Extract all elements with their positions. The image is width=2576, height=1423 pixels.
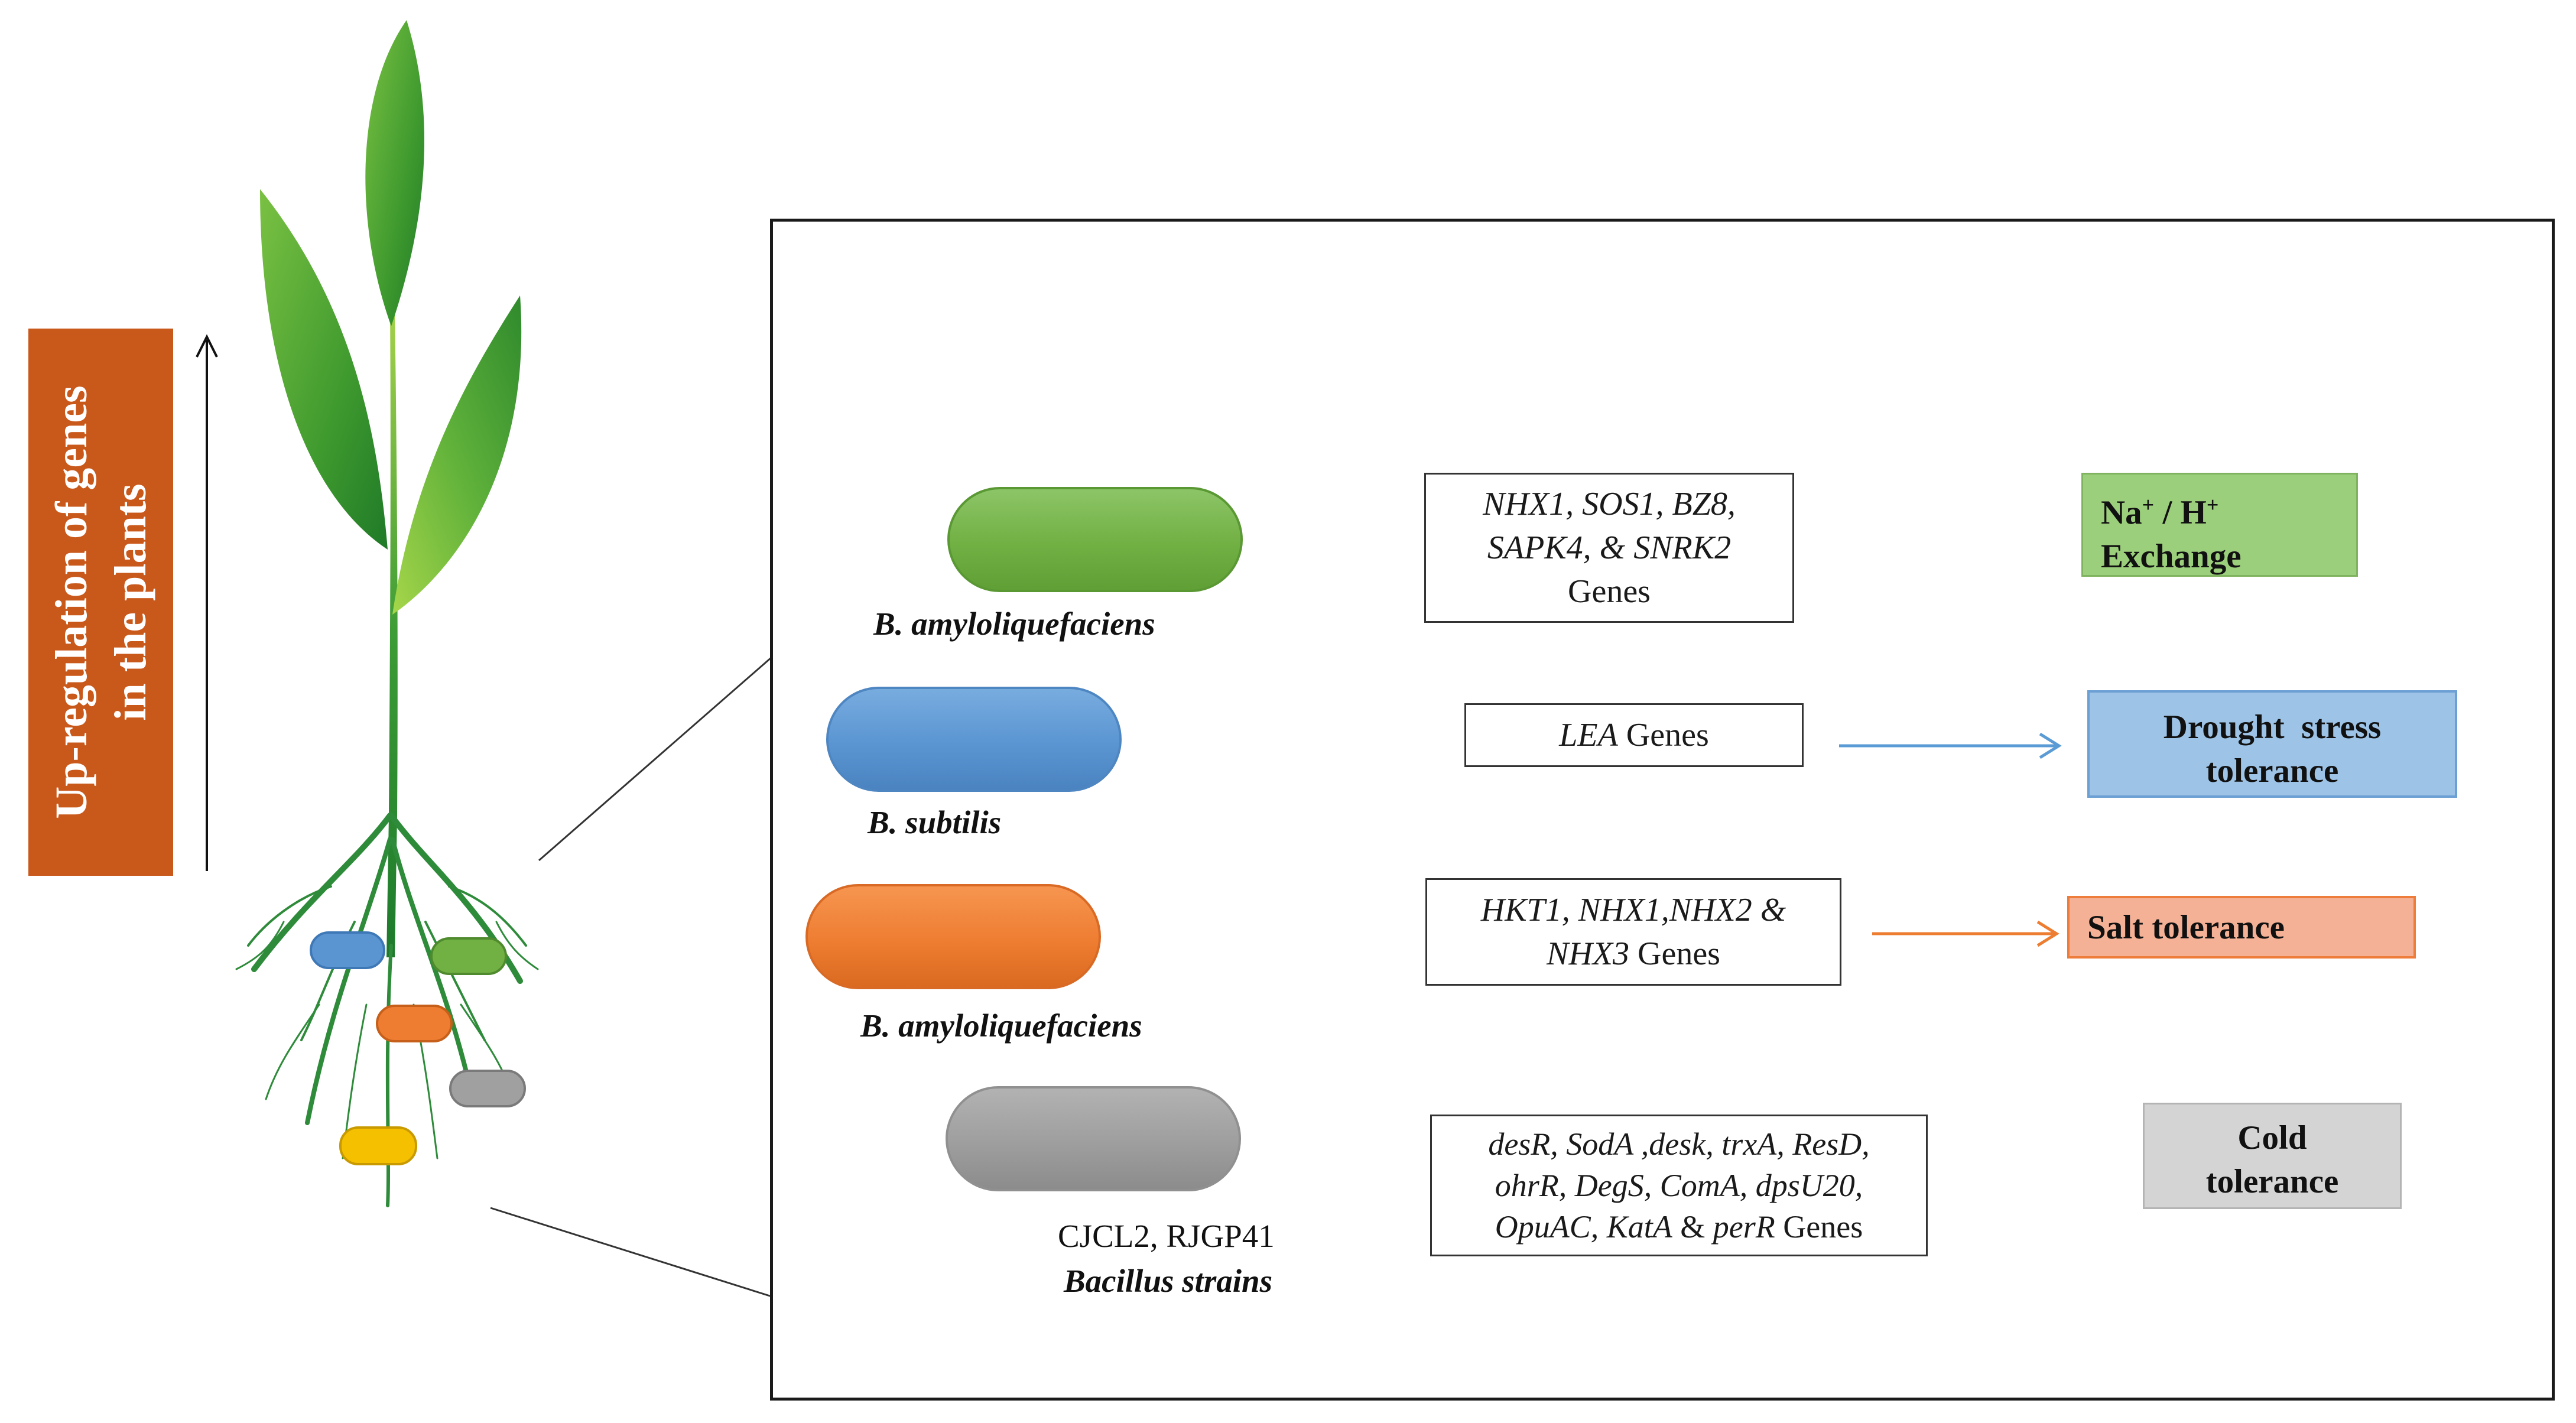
zoom-line-bottom xyxy=(490,1207,772,1298)
gene-box-4-line-2: ohrR, DegS, ComA, dpsU20, xyxy=(1495,1168,1863,1203)
gene-box-4-line-1: desR, SodA ,desk, trxA, ResD, xyxy=(1488,1126,1870,1162)
upregulation-banner: Up-regulation of genes in the plants xyxy=(28,329,173,876)
root-bacterium-gray xyxy=(449,1070,526,1107)
up-arrow-head xyxy=(196,334,218,358)
root-bacterium-orange xyxy=(376,1005,453,1042)
organism-label-2: B. subtilis xyxy=(868,804,1002,840)
gene-box-2: LEA Genes xyxy=(1464,703,1804,767)
bacterium-orange xyxy=(805,884,1101,989)
zoom-panel xyxy=(770,219,2555,1401)
upregulation-banner-text: Up-regulation of genes in the plants xyxy=(42,336,160,868)
root-bacterium-yellow xyxy=(339,1126,417,1165)
gene-box-1-line-2: SAPK4, & SNRK2 xyxy=(1487,529,1732,566)
right-leaf xyxy=(392,295,522,615)
banner-line-1: Up-regulation of genes xyxy=(46,385,96,819)
outcome-cold: Cold tolerance xyxy=(2143,1103,2402,1209)
top-leaf xyxy=(365,20,425,326)
arrow-salt-head xyxy=(2036,920,2059,947)
gene-box-3-line-2: NHX3 Genes xyxy=(1547,935,1720,972)
organism-label-3: B. amyloliquefaciens xyxy=(860,1008,1142,1044)
zoom-line-top xyxy=(538,656,772,862)
organism-label-4-line-1: CJCL2, RJGP41 xyxy=(1058,1218,1275,1254)
bacterium-gray xyxy=(946,1086,1241,1191)
outcome-salt: Salt tolerance xyxy=(2067,896,2416,959)
organism-label-4-line-2: Bacillus strains xyxy=(1064,1263,1273,1299)
banner-line-2: in the plants xyxy=(105,483,155,721)
outcome-drought-line-1: Drought stress xyxy=(2163,709,2382,746)
outcome-ion-exchange-line-2: Exchange xyxy=(2101,538,2242,575)
gene-box-1: NHX1, SOS1, BZ8, SAPK4, & SNRK2 Genes xyxy=(1424,473,1794,623)
gene-box-2-line-1: LEA Genes xyxy=(1559,717,1709,753)
stem xyxy=(386,307,398,957)
left-leaf xyxy=(260,189,388,550)
gene-box-1-line-3: Genes xyxy=(1568,573,1651,610)
bacterium-green xyxy=(947,487,1243,592)
organism-label-1: B. amyloliquefaciens xyxy=(873,606,1155,642)
outcome-cold-line-2: tolerance xyxy=(2205,1163,2339,1200)
gene-box-1-line-1: NHX1, SOS1, BZ8, xyxy=(1483,486,1736,522)
outcome-ion-exchange: Na+ / H+ Exchange xyxy=(2081,473,2358,577)
root-bacterium-blue xyxy=(310,931,385,969)
gene-box-4-line-3: OpuAC, KatA & perR Genes xyxy=(1495,1209,1863,1245)
outcome-ion-exchange-line-1: Na+ / H+ xyxy=(2101,493,2219,531)
arrow-drought-head xyxy=(2039,732,2062,759)
bacterium-blue xyxy=(826,687,1122,792)
outcome-drought: Drought stress tolerance xyxy=(2087,690,2457,798)
outcome-cold-line-1: Cold xyxy=(2237,1119,2307,1156)
root-bacterium-green xyxy=(430,937,507,975)
gene-box-3-line-1: HKT1, NHX1,NHX2 & xyxy=(1480,892,1786,928)
gene-box-4: desR, SodA ,desk, trxA, ResD, ohrR, DegS… xyxy=(1430,1115,1928,1256)
outcome-drought-line-2: tolerance xyxy=(2205,752,2339,790)
gene-box-3: HKT1, NHX1,NHX2 & NHX3 Genes xyxy=(1425,878,1841,986)
